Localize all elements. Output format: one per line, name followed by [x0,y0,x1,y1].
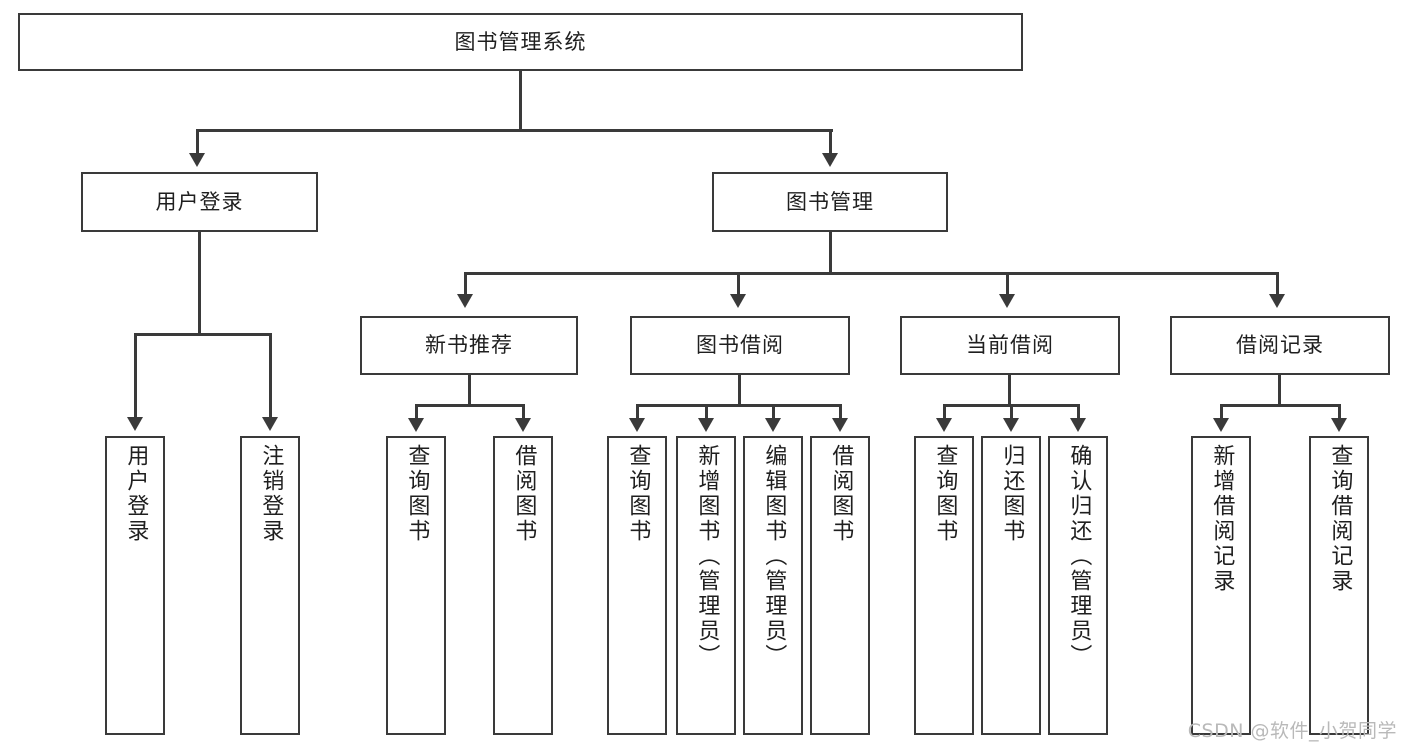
connector-new-book-stem [468,375,471,407]
node-root-library-system[interactable]: 图书管理系统 [18,13,1023,71]
connector-root-stem [519,71,522,131]
connector-new-book-drop-1 [415,404,418,420]
connector-borrow-record-stem [1278,375,1281,407]
node-label: 注销登录 [258,444,284,544]
leaf-current-borrow-confirm-admin[interactable]: 确认归还（管理员） [1048,436,1108,735]
connector-to-book-borrow [737,272,740,296]
arrowhead-current-borrow-leaf-3 [1070,418,1086,432]
connector-borrow-record-bus [1220,404,1341,407]
arrowhead-current-borrow-leaf-1 [936,418,952,432]
connector-root-bus [196,129,833,132]
connector-user-login-drop-1 [134,333,137,419]
arrowhead-new-book-leaf-1 [408,418,424,432]
node-label: 查询图书 [932,444,958,544]
node-label: 图书管理 [786,189,874,214]
node-new-book-recommend[interactable]: 新书推荐 [360,316,578,375]
leaf-user-login-logout[interactable]: 注销登录 [240,436,300,735]
connector-book-borrow-drop-1 [636,404,639,420]
leaf-book-borrow-add-admin[interactable]: 新增图书（管理员） [676,436,736,735]
arrowhead-to-book-borrow [730,294,746,308]
node-user-login[interactable]: 用户登录 [81,172,318,232]
arrowhead-to-current-borrow [999,294,1015,308]
arrowhead-root-to-user-login [189,153,205,167]
connector-book-borrow-drop-2 [705,404,708,420]
connector-book-manage-stem [829,232,832,274]
connector-current-borrow-drop-2 [1010,404,1013,420]
connector-book-borrow-drop-4 [839,404,842,420]
arrowhead-new-book-leaf-2 [515,418,531,432]
leaf-current-borrow-return[interactable]: 归还图书 [981,436,1041,735]
arrowhead-to-borrow-record [1269,294,1285,308]
arrowhead-book-borrow-leaf-3 [765,418,781,432]
arrowhead-user-login-leaf-2 [262,417,278,431]
node-label: 归还图书 [999,444,1025,544]
arrowhead-borrow-record-leaf-1 [1213,418,1229,432]
node-label: 用户登录 [123,444,149,544]
connector-to-new-book [464,272,467,296]
arrowhead-current-borrow-leaf-2 [1003,418,1019,432]
leaf-new-book-query[interactable]: 查询图书 [386,436,446,735]
node-borrow-record[interactable]: 借阅记录 [1170,316,1390,375]
node-label: 新书推荐 [425,333,513,358]
node-label: 借阅记录 [1236,333,1324,358]
connector-book-borrow-stem [738,375,741,407]
node-book-borrow[interactable]: 图书借阅 [630,316,850,375]
node-label: 用户登录 [155,189,244,214]
arrowhead-user-login-leaf-1 [127,417,143,431]
leaf-current-borrow-query[interactable]: 查询图书 [914,436,974,735]
node-label: 查询图书 [404,444,430,544]
node-label: 借阅图书 [511,444,537,544]
node-label: 查询图书 [625,444,651,544]
node-label: 查询借阅记录 [1327,444,1353,594]
connector-current-borrow-drop-3 [1077,404,1080,420]
connector-current-borrow-drop-1 [943,404,946,420]
connector-new-book-bus [415,404,525,407]
node-label: 图书借阅 [696,333,784,358]
connector-book-borrow-drop-3 [772,404,775,420]
leaf-user-login-login[interactable]: 用户登录 [105,436,165,735]
connector-user-login-drop-2 [269,333,272,419]
connector-to-current-borrow [1006,272,1009,296]
node-label: 新增图书（管理员） [694,444,720,669]
connector-root-to-book-manage [829,129,832,155]
connector-borrow-record-drop-2 [1338,404,1341,420]
node-label: 图书管理系统 [454,29,587,54]
connector-current-borrow-stem [1008,375,1011,407]
node-label: 确认归还（管理员） [1066,444,1092,669]
connector-user-login-bus [134,333,271,336]
leaf-book-borrow-borrow[interactable]: 借阅图书 [810,436,870,735]
connector-root-to-user-login [196,129,199,155]
connector-book-borrow-bus [636,404,842,407]
leaf-borrow-record-add[interactable]: 新增借阅记录 [1191,436,1251,735]
arrowhead-book-borrow-leaf-2 [698,418,714,432]
leaf-book-borrow-query[interactable]: 查询图书 [607,436,667,735]
node-label: 新增借阅记录 [1209,444,1235,594]
node-book-management[interactable]: 图书管理 [712,172,948,232]
connector-borrow-record-drop-1 [1220,404,1223,420]
connector-new-book-drop-2 [522,404,525,420]
node-label: 当前借阅 [966,333,1054,358]
leaf-book-borrow-edit-admin[interactable]: 编辑图书（管理员） [743,436,803,735]
arrowhead-to-new-book [457,294,473,308]
connector-to-borrow-record [1276,272,1279,296]
arrowhead-book-borrow-leaf-1 [629,418,645,432]
arrowhead-root-to-book-manage [822,153,838,167]
node-current-borrow[interactable]: 当前借阅 [900,316,1120,375]
connector-book-manage-bus [464,272,1279,275]
connector-user-login-stem [198,232,201,336]
arrowhead-borrow-record-leaf-2 [1331,418,1347,432]
leaf-new-book-borrow[interactable]: 借阅图书 [493,436,553,735]
node-label: 借阅图书 [828,444,854,544]
watermark-text: CSDN @软件_小贺同学 [1187,720,1397,742]
leaf-borrow-record-query[interactable]: 查询借阅记录 [1309,436,1369,735]
node-label: 编辑图书（管理员） [761,444,787,669]
arrowhead-book-borrow-leaf-4 [832,418,848,432]
